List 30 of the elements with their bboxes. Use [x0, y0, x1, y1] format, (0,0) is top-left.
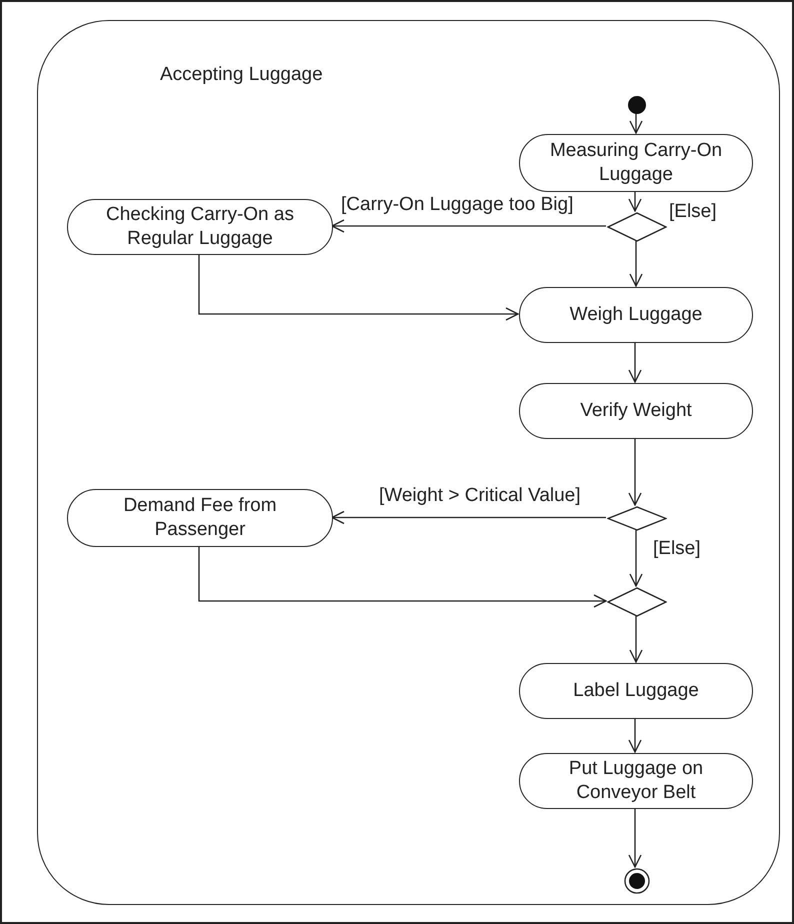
arrow: [628, 808, 642, 868]
activity-title: Accepting Luggage: [160, 63, 323, 87]
action-box: Put Luggage on Conveyor Belt: [519, 753, 753, 809]
edge-label: [Else]: [668, 201, 718, 223]
arrow: [331, 510, 606, 524]
edge-label: [Weight > Critical Value]: [378, 485, 582, 507]
action-box: Checking Carry-On as Regular Luggage: [67, 199, 333, 255]
arrow: [629, 113, 643, 134]
decision-diamond: [607, 212, 667, 242]
edge-label: [Else]: [652, 538, 702, 560]
arrow: [628, 438, 642, 506]
arrow: [331, 219, 606, 233]
action-box: Weigh Luggage: [519, 287, 753, 343]
action-box: Measuring Carry-On Luggage: [519, 134, 753, 192]
initial-node: [628, 96, 646, 114]
decision-diamond: [607, 506, 667, 531]
arrow: [628, 342, 642, 383]
action-box: Label Luggage: [519, 663, 753, 719]
decision-diamond: [607, 587, 667, 617]
final-node: [624, 868, 650, 894]
arrow: [198, 546, 607, 608]
arrow: [628, 718, 642, 753]
arrow: [629, 241, 643, 287]
edge-label: [Carry-On Luggage too Big]: [340, 194, 574, 216]
arrow: [629, 530, 643, 587]
action-box: Demand Fee from Passenger: [67, 489, 333, 547]
arrow: [198, 254, 519, 321]
arrow: [628, 191, 642, 212]
arrow: [629, 616, 643, 663]
action-box: Verify Weight: [519, 383, 753, 439]
